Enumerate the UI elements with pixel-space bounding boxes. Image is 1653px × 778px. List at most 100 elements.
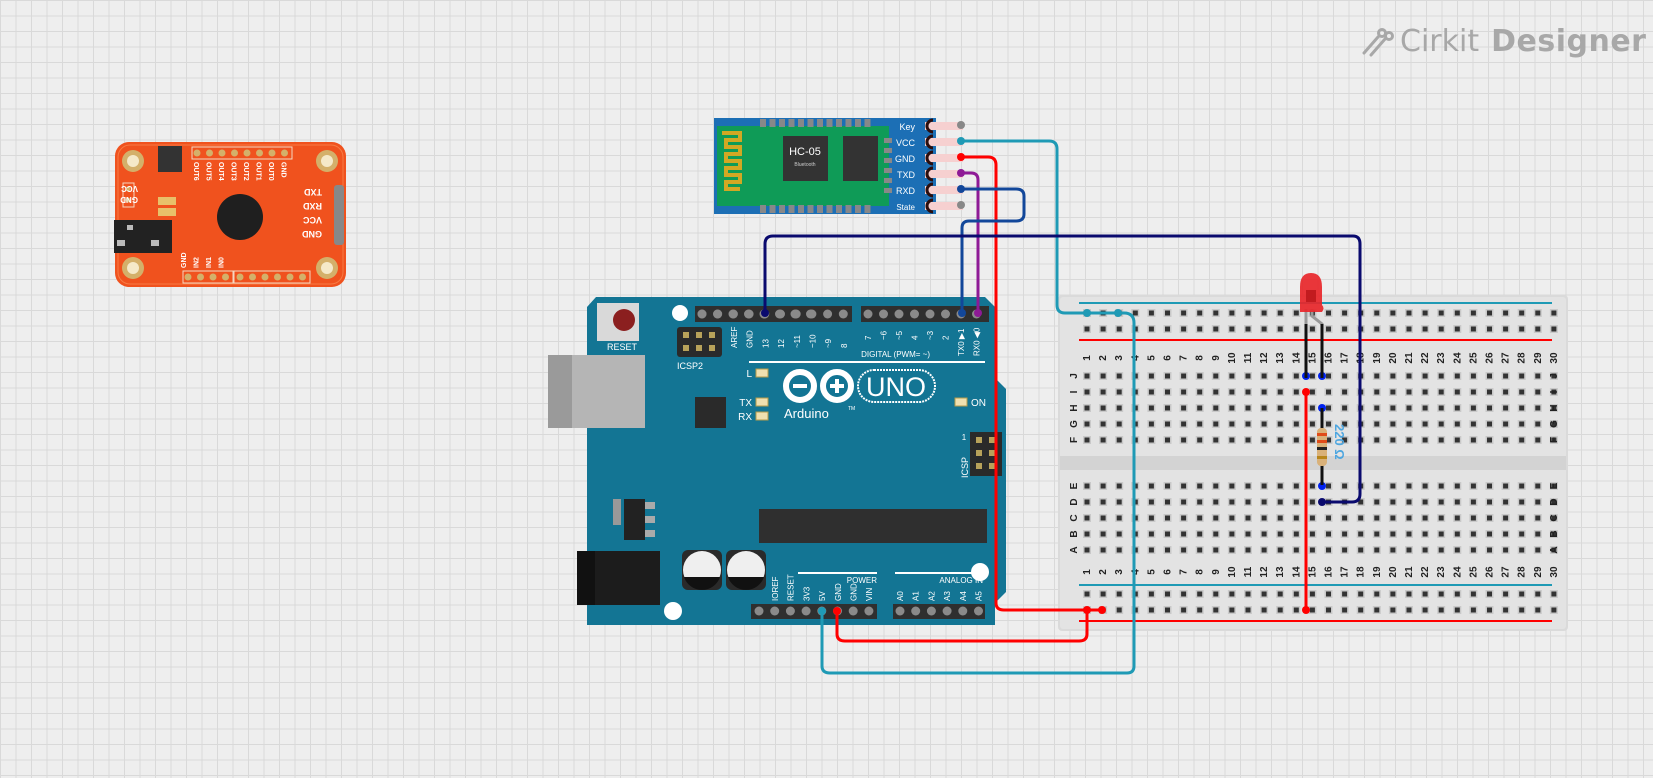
breadboard-hole[interactable] <box>1309 389 1315 395</box>
breadboard-hole[interactable] <box>1390 405 1396 411</box>
breadboard-hole[interactable] <box>1390 499 1396 505</box>
breadboard-hole[interactable] <box>1551 326 1557 332</box>
breadboard-hole[interactable] <box>1438 607 1444 613</box>
breadboard-hole[interactable] <box>1229 515 1235 521</box>
breadboard-hole[interactable] <box>1470 389 1476 395</box>
arduino-pin[interactable] <box>791 309 801 319</box>
breadboard-hole[interactable] <box>1535 310 1541 316</box>
breadboard-hole[interactable] <box>1245 483 1251 489</box>
breadboard-hole[interactable] <box>1438 437 1444 443</box>
breadboard-hole[interactable] <box>1116 483 1122 489</box>
breadboard-hole[interactable] <box>1309 591 1315 597</box>
arduino-pin[interactable] <box>926 606 936 616</box>
breadboard-hole[interactable] <box>1487 591 1492 597</box>
breadboard-hole[interactable] <box>1229 607 1235 613</box>
breadboard-hole[interactable] <box>1084 326 1090 332</box>
vm-pin[interactable] <box>249 273 256 281</box>
breadboard-hole[interactable] <box>1197 389 1203 395</box>
breadboard-hole[interactable] <box>1229 421 1235 427</box>
wire-endpoint[interactable] <box>957 185 965 193</box>
breadboard-hole[interactable] <box>1293 405 1299 411</box>
breadboard-hole[interactable] <box>1551 547 1557 553</box>
breadboard-hole[interactable] <box>1229 405 1235 411</box>
breadboard-hole[interactable] <box>1535 437 1541 443</box>
breadboard-hole[interactable] <box>1084 499 1090 505</box>
breadboard-hole[interactable] <box>1390 515 1396 521</box>
breadboard-hole[interactable] <box>1309 499 1315 505</box>
breadboard-hole[interactable] <box>1261 483 1267 489</box>
breadboard-hole[interactable] <box>1390 389 1396 395</box>
breadboard-hole[interactable] <box>1116 499 1122 505</box>
breadboard-hole[interactable] <box>1406 591 1412 597</box>
breadboard-hole[interactable] <box>1261 310 1267 316</box>
breadboard-hole[interactable] <box>1116 389 1122 395</box>
breadboard-hole[interactable] <box>1165 421 1170 427</box>
breadboard-hole[interactable] <box>1342 515 1348 521</box>
breadboard-hole[interactable] <box>1374 547 1380 553</box>
breadboard-hole[interactable] <box>1374 483 1380 489</box>
breadboard-hole[interactable] <box>1535 483 1541 489</box>
breadboard-hole[interactable] <box>1470 515 1476 521</box>
breadboard-hole[interactable] <box>1422 437 1428 443</box>
arduino-pin[interactable] <box>770 606 780 616</box>
wire-endpoint[interactable] <box>833 607 841 615</box>
breadboard-hole[interactable] <box>1277 591 1283 597</box>
arduino-pin[interactable] <box>848 606 858 616</box>
breadboard-hole[interactable] <box>1293 437 1299 443</box>
arduino-pin[interactable] <box>713 309 723 319</box>
breadboard-hole[interactable] <box>1374 310 1380 316</box>
breadboard-hole[interactable] <box>1422 483 1428 489</box>
breadboard-hole[interactable] <box>1422 591 1428 597</box>
breadboard-hole[interactable] <box>1165 515 1170 521</box>
breadboard-hole[interactable] <box>1374 405 1380 411</box>
breadboard-hole[interactable] <box>1454 499 1460 505</box>
breadboard-hole[interactable] <box>1551 591 1557 597</box>
breadboard-hole[interactable] <box>1454 531 1460 537</box>
breadboard-hole[interactable] <box>1487 389 1492 395</box>
breadboard-hole[interactable] <box>1277 499 1283 505</box>
breadboard-hole[interactable] <box>1084 421 1090 427</box>
breadboard-hole[interactable] <box>1229 389 1235 395</box>
breadboard-hole[interactable] <box>1374 421 1380 427</box>
breadboard-hole[interactable] <box>1181 607 1187 613</box>
breadboard-hole[interactable] <box>1261 373 1267 379</box>
breadboard-hole[interactable] <box>1470 531 1476 537</box>
breadboard-hole[interactable] <box>1229 373 1235 379</box>
breadboard-hole[interactable] <box>1326 607 1331 613</box>
wire-endpoint[interactable] <box>957 153 965 161</box>
breadboard-hole[interactable] <box>1422 515 1428 521</box>
breadboard-hole[interactable] <box>1181 531 1187 537</box>
breadboard-hole[interactable] <box>1374 373 1380 379</box>
breadboard-hole[interactable] <box>1422 531 1428 537</box>
breadboard-hole[interactable] <box>1342 310 1348 316</box>
breadboard-hole[interactable] <box>1245 310 1251 316</box>
breadboard-hole[interactable] <box>1438 326 1444 332</box>
breadboard-hole[interactable] <box>1551 437 1557 443</box>
breadboard-hole[interactable] <box>1358 499 1364 505</box>
breadboard-hole[interactable] <box>1519 310 1525 316</box>
breadboard-hole[interactable] <box>1116 373 1122 379</box>
breadboard-hole[interactable] <box>1422 373 1428 379</box>
breadboard-hole[interactable] <box>1470 310 1476 316</box>
breadboard-hole[interactable] <box>1277 515 1283 521</box>
breadboard-hole[interactable] <box>1422 310 1428 316</box>
breadboard-hole[interactable] <box>1422 326 1428 332</box>
breadboard-hole[interactable] <box>1213 483 1219 489</box>
breadboard-hole[interactable] <box>1535 373 1541 379</box>
breadboard-hole[interactable] <box>1342 591 1348 597</box>
breadboard-hole[interactable] <box>1181 326 1187 332</box>
breadboard-hole[interactable] <box>1438 591 1444 597</box>
breadboard-hole[interactable] <box>1277 310 1283 316</box>
breadboard-hole[interactable] <box>1454 405 1460 411</box>
breadboard-hole[interactable] <box>1229 437 1235 443</box>
breadboard-hole[interactable] <box>1181 515 1187 521</box>
breadboard-hole[interactable] <box>1084 483 1090 489</box>
breadboard-hole[interactable] <box>1293 531 1299 537</box>
breadboard-hole[interactable] <box>1148 421 1154 427</box>
breadboard-hole[interactable] <box>1438 499 1444 505</box>
breadboard-hole[interactable] <box>1342 326 1348 332</box>
breadboard-hole[interactable] <box>1165 405 1170 411</box>
breadboard-hole[interactable] <box>1148 310 1154 316</box>
breadboard-hole[interactable] <box>1551 607 1557 613</box>
breadboard-hole[interactable] <box>1342 421 1348 427</box>
